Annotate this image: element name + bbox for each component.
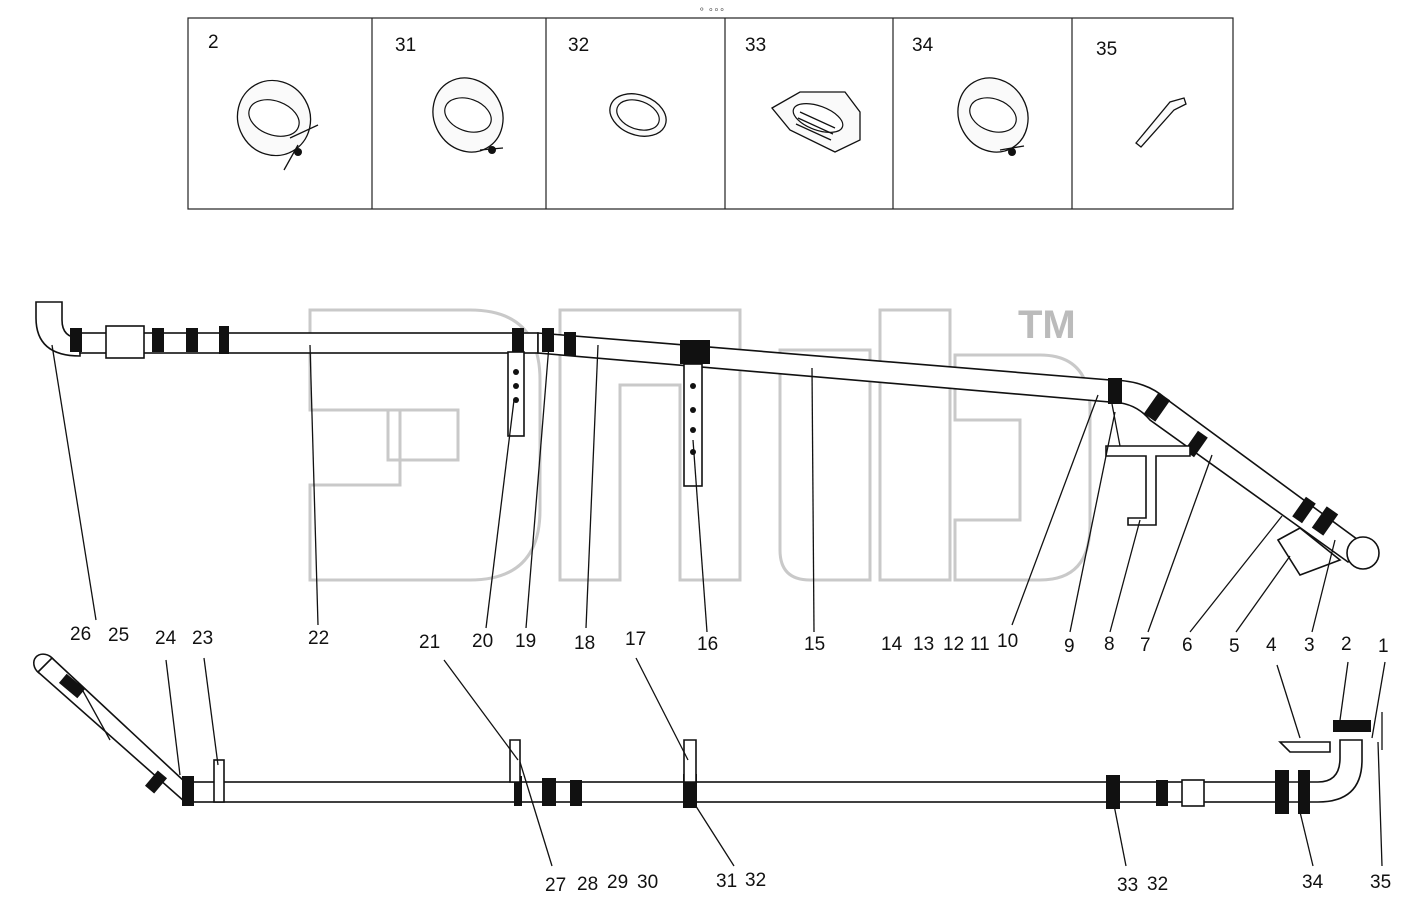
callout-18: 18 — [574, 633, 595, 654]
part-number-33: 33 — [745, 35, 766, 56]
callout-23: 23 — [192, 628, 213, 649]
callout-25: 25 — [108, 625, 129, 646]
callout-9: 9 — [1064, 636, 1075, 657]
callout-17: 17 — [625, 629, 646, 650]
callout-19: 19 — [515, 631, 536, 652]
callout-21: 21 — [419, 632, 440, 653]
callout-35: 35 — [1370, 872, 1391, 893]
top-marker: ⚬ ∘∘∘ — [698, 4, 725, 14]
callout-24: 24 — [155, 628, 177, 649]
parts-table: 2 31 32 33 34 35 — [187, 17, 1234, 210]
callout-31: 31 — [716, 871, 737, 892]
callout-8: 8 — [1104, 634, 1115, 655]
top-pipe-assembly: 26 22 20 19 18 16 15 14 13 12 11 10 9 8 … — [35, 301, 1380, 657]
part-number-34: 34 — [912, 35, 934, 56]
callout-28: 28 — [577, 874, 598, 895]
callout-30: 30 — [637, 872, 658, 893]
callout-6: 6 — [1182, 635, 1193, 656]
callout-20: 20 — [472, 631, 493, 652]
trademark-symbol: TM — [1018, 303, 1076, 347]
seal-ring-icon — [609, 93, 667, 137]
callout-14: 14 — [881, 634, 903, 655]
bottom-pipe-assembly: 25 24 23 21 17 4 2 1 27 28 29 30 31 32 3… — [32, 625, 1391, 896]
callout-10: 10 — [997, 631, 1018, 652]
callout-1: 1 — [1378, 636, 1389, 657]
callout-33: 33 — [1117, 875, 1138, 896]
callout-4: 4 — [1266, 635, 1277, 656]
callout-11: 11 — [970, 634, 990, 655]
callout-15: 15 — [804, 634, 825, 655]
clamp-bracket-icon — [771, 91, 861, 153]
callout-29: 29 — [607, 872, 628, 893]
callout-26: 26 — [70, 624, 91, 645]
callout-3: 3 — [1304, 635, 1315, 656]
callout-27: 27 — [545, 875, 566, 896]
part-number-2: 2 — [208, 32, 219, 53]
callout-12: 12 — [943, 634, 964, 655]
callout-13: 13 — [913, 634, 934, 655]
part-number-32: 32 — [568, 35, 589, 56]
clamp-assembly-icon — [236, 79, 319, 171]
callout-32b: 32 — [1147, 874, 1168, 895]
callout-5: 5 — [1229, 636, 1240, 657]
callout-22: 22 — [308, 628, 329, 649]
callout-32: 32 — [745, 870, 766, 891]
part-number-31: 31 — [395, 35, 416, 56]
callout-16: 16 — [697, 634, 718, 655]
part-number-35: 35 — [1096, 39, 1117, 60]
callout-7: 7 — [1140, 635, 1151, 656]
callout-2: 2 — [1341, 634, 1352, 655]
clamp-assembly-icon — [957, 77, 1029, 156]
clamp-assembly-icon — [432, 77, 504, 154]
handle-lever-icon — [1135, 97, 1187, 148]
callout-34: 34 — [1302, 872, 1324, 893]
